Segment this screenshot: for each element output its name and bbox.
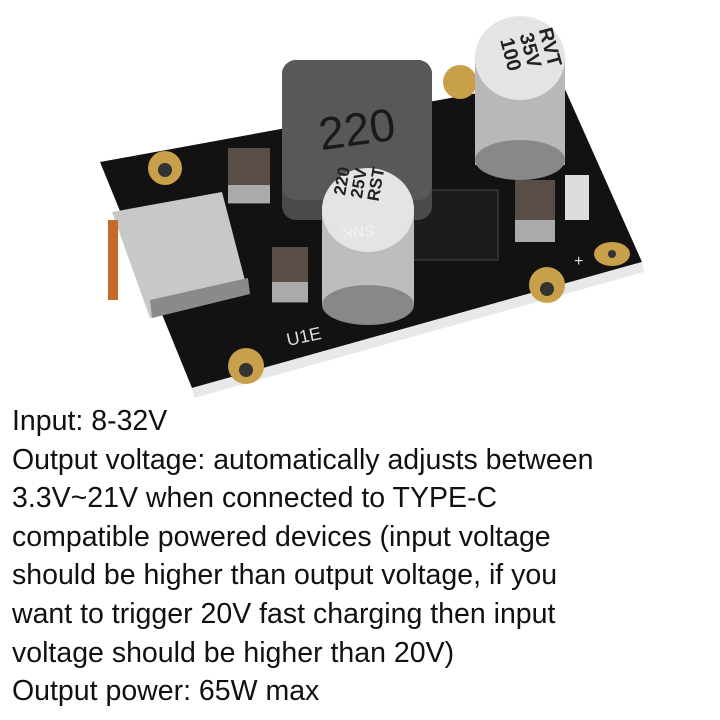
- plus-mark: +: [574, 253, 583, 270]
- product-description: Input: 8-32V Output voltage: automatical…: [12, 402, 712, 711]
- mounting-pads: [148, 65, 630, 384]
- desc-line-power: Output power: 65W max: [12, 675, 320, 708]
- usb-c-connector: [108, 192, 250, 318]
- desc-line: should be higher than output voltage, if…: [12, 559, 558, 592]
- capacitor-220uf: 220 25V RST SNK: [322, 159, 414, 325]
- desc-line: want to trigger 20V fast charging then i…: [12, 597, 556, 630]
- smd-components: [228, 148, 589, 303]
- desc-line-input: Input: 8-32V: [12, 405, 168, 437]
- desc-line: compatible powered devices (input voltag…: [12, 520, 551, 553]
- desc-line: voltage should be higher than 20V): [12, 636, 455, 669]
- desc-line: Output voltage: automatically adjusts be…: [12, 443, 594, 476]
- svg-text:220 25V RST: 220 25V RST: [330, 159, 388, 203]
- product-photo: 220 100 35V RVT 220 25V RST SNK U1E +: [100, 16, 644, 398]
- svg-text:SNK: SNK: [340, 221, 376, 241]
- capacitor-100uf: 100 35V RVT: [475, 16, 565, 180]
- svg-text:220: 220: [315, 98, 398, 160]
- desc-line: 3.3V~21V when connected to TYPE-C: [12, 482, 498, 515]
